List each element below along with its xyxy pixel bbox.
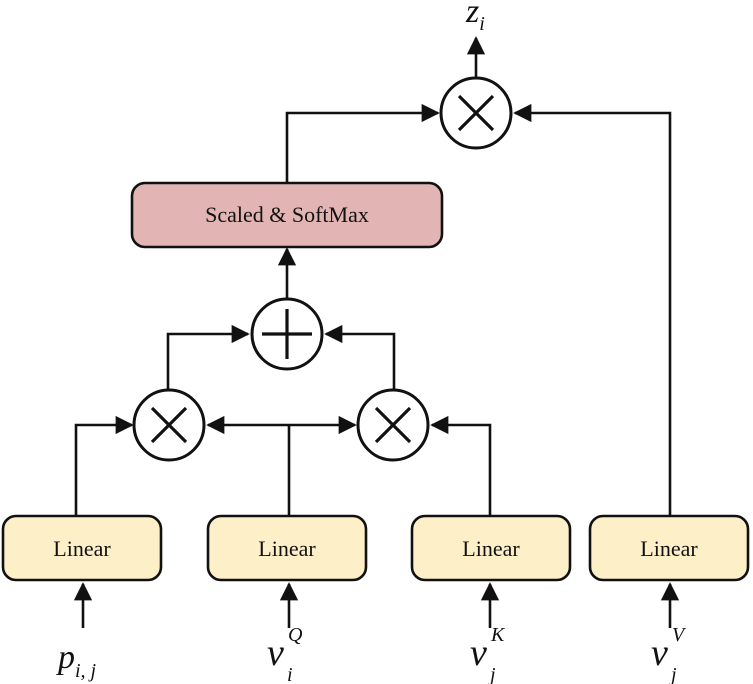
linear-v-label: Linear xyxy=(640,536,698,561)
edge-linear-k-to-mul-right xyxy=(430,415,492,515)
edge-softmax-to-mul-top xyxy=(285,103,440,182)
linear-p-box xyxy=(1,514,163,582)
multiply-top-icon xyxy=(439,76,513,150)
input-q-label: v xyxy=(267,632,284,674)
softmax-node: Scaled & SoftMax xyxy=(130,181,444,249)
input-v-label: v xyxy=(651,632,668,674)
input-k-sub: j xyxy=(487,664,496,684)
edge-mul-left-to-add xyxy=(166,324,250,390)
linear-q-node: Linear xyxy=(206,514,368,582)
edges xyxy=(73,36,680,628)
linear-p-node: Linear xyxy=(1,514,163,582)
input-p-label: pi, j xyxy=(56,639,97,682)
linear-q-label: Linear xyxy=(258,536,316,561)
input-q-sup: Q xyxy=(288,624,303,646)
input-k-label: v xyxy=(470,632,487,674)
input-v-sup: V xyxy=(672,624,687,646)
multiply-left-icon xyxy=(132,388,206,462)
edge-linear-v-to-mul-top xyxy=(513,103,672,515)
input-v-sub: j xyxy=(668,664,677,684)
linear-v-box xyxy=(588,514,750,582)
input-q-sub: i xyxy=(287,664,293,684)
edge-linear-p-to-mul-left xyxy=(74,415,134,515)
add-icon xyxy=(250,297,324,371)
linear-v-node: Linear xyxy=(588,514,750,582)
softmax-label: Scaled & SoftMax xyxy=(205,202,369,227)
output-z-label: zi xyxy=(465,0,485,35)
edge-mul-right-to-add xyxy=(324,324,396,390)
linear-k-label: Linear xyxy=(462,536,520,561)
input-k-sup: K xyxy=(490,624,506,646)
linear-k-box xyxy=(410,514,572,582)
softmax-box xyxy=(130,181,444,249)
multiply-right-icon xyxy=(356,388,430,462)
linear-k-node: Linear xyxy=(410,514,572,582)
linear-q-box xyxy=(206,514,368,582)
linear-p-label: Linear xyxy=(53,536,111,561)
